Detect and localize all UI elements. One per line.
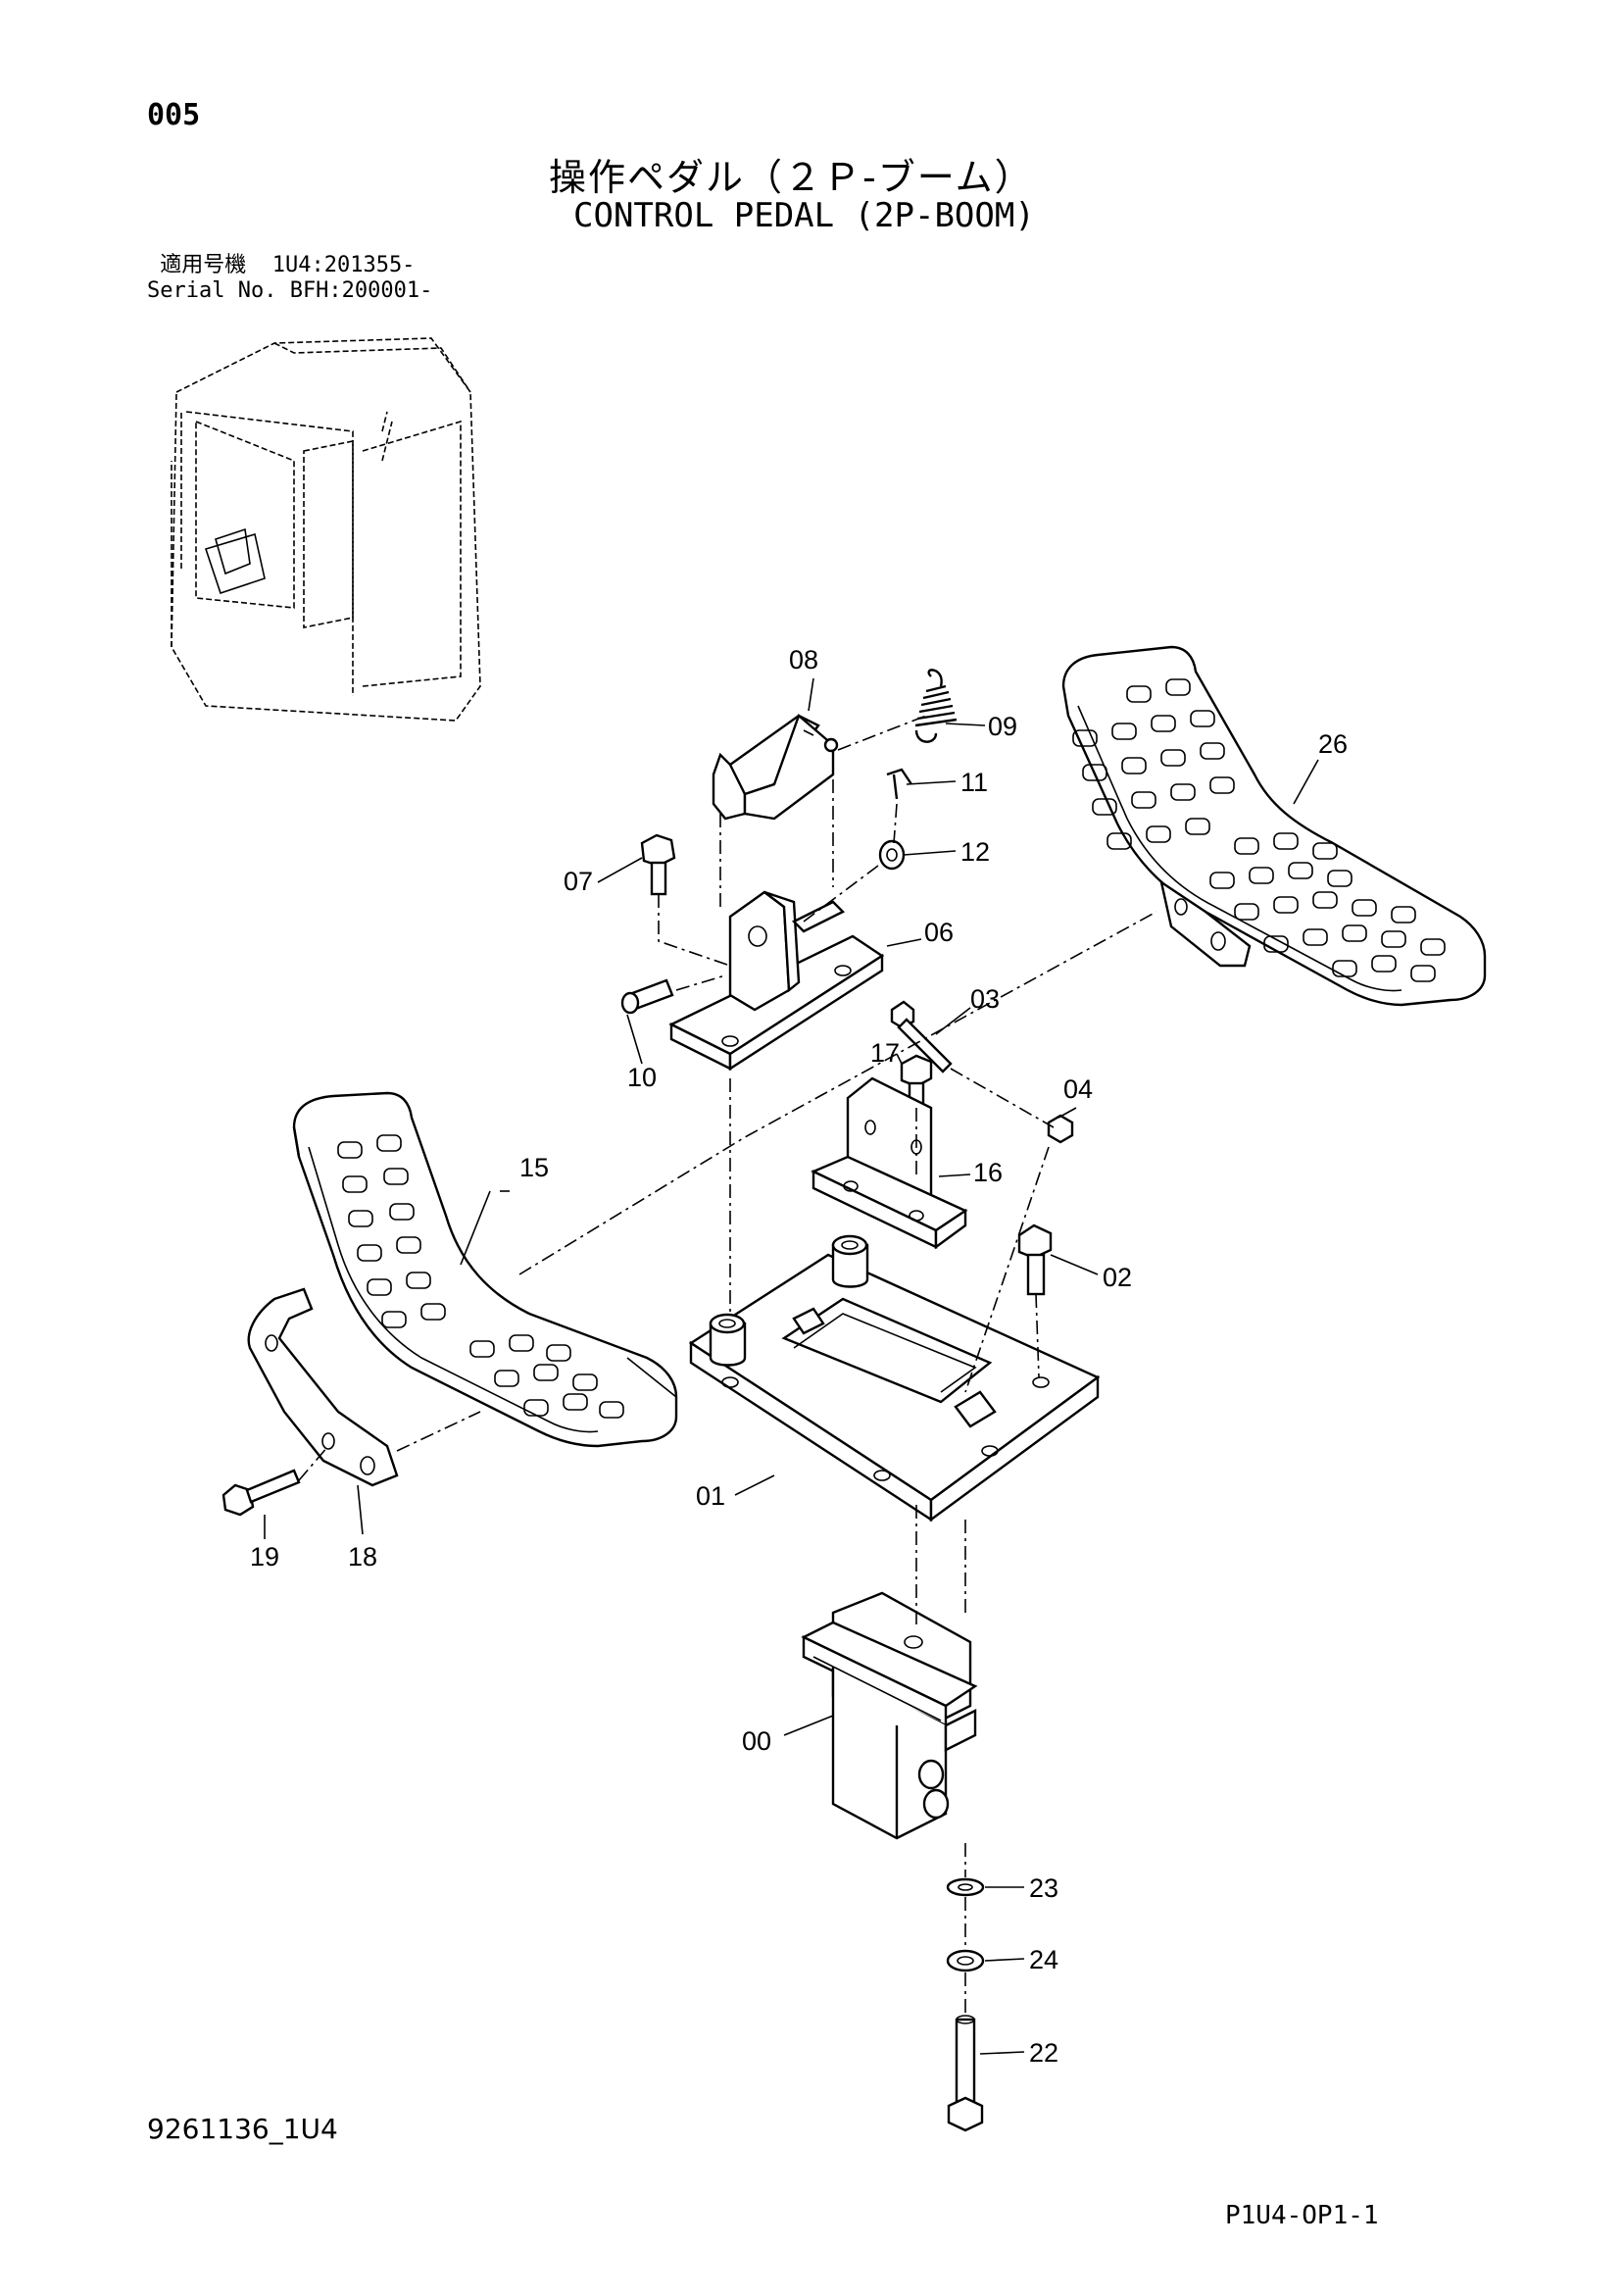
serial-block: 適用号機 1U4:201355- Serial No. BFH:200001- (147, 253, 432, 304)
part-08-bracket (712, 713, 839, 821)
label-part-10: 10 (627, 1063, 657, 1092)
assembly-center-lines (298, 715, 1157, 2015)
part-22-bolt (947, 2015, 984, 2132)
label-part-24: 24 (1029, 1945, 1058, 1974)
part-number-labels: 08 09 26 11 12 07 06 03 10 17 04 15 16 0… (250, 645, 1348, 2068)
part-09-spring (914, 669, 958, 743)
right-pedal-grip-pads (1072, 678, 1446, 982)
part-26-right-pedal (1061, 645, 1487, 1007)
part-02-bolt (1017, 1223, 1053, 1296)
part-01-base-plate (688, 1234, 1101, 1522)
leader-lines (264, 677, 1319, 2055)
part-17-bolt (900, 1054, 933, 1107)
part-24-spring-washer (946, 1949, 985, 1972)
label-part-09: 09 (988, 712, 1017, 741)
part-12-washer (878, 839, 906, 871)
part-06-pivot-base (668, 890, 885, 1072)
label-part-23: 23 (1029, 1873, 1058, 1903)
drawing-number: 9261136_1U4 (147, 2113, 338, 2145)
label-part-16: 16 (973, 1158, 1003, 1187)
serial-line-jp: 適用号機 1U4:201355- (147, 253, 416, 277)
label-part-18: 18 (348, 1542, 377, 1572)
label-part-02: 02 (1103, 1263, 1132, 1292)
label-part-22: 22 (1029, 2038, 1058, 2068)
cab-locator-sketch (171, 337, 481, 722)
part-19-bolt (221, 1469, 301, 1517)
label-part-06: 06 (924, 918, 954, 947)
label-part-11: 11 (960, 768, 988, 797)
part-23-washer (946, 1877, 985, 1897)
label-part-01: 01 (696, 1481, 725, 1511)
part-16-angle-bracket (811, 1076, 968, 1250)
label-part-12: 12 (960, 837, 990, 867)
part-10-pin (620, 978, 674, 1015)
serial-line-en: Serial No. BFH:200001- (147, 278, 433, 303)
label-part-08: 08 (789, 645, 818, 674)
label-part-03: 03 (970, 984, 1000, 1014)
label-part-15: 15 (519, 1153, 549, 1182)
label-part-19: 19 (250, 1542, 279, 1572)
part-07-bolt (640, 833, 676, 896)
label-part-26: 26 (1318, 729, 1348, 759)
label-part-17: 17 (870, 1038, 900, 1068)
label-part-00: 00 (742, 1726, 771, 1756)
part-11-clip-pin (886, 768, 912, 800)
page-number: 005 (147, 98, 201, 132)
page-code: P1U4-OP1-1 (1225, 2201, 1379, 2230)
label-part-07: 07 (564, 867, 593, 896)
label-part-04: 04 (1063, 1074, 1093, 1104)
part-18-pedal-arm (247, 1287, 399, 1487)
part-00-pilot-valve (801, 1591, 978, 1840)
part-15-left-pedal (292, 1091, 678, 1448)
part-03-bolt (890, 1000, 953, 1073)
title-japanese: 操作ペダル（２Ｐ-ブーム） (549, 156, 1034, 199)
left-pedal-grip-pads (337, 1134, 624, 1419)
title-english: CONTROL PEDAL (2P-BOOM) (573, 196, 1035, 235)
part-04-nut (1047, 1114, 1074, 1144)
